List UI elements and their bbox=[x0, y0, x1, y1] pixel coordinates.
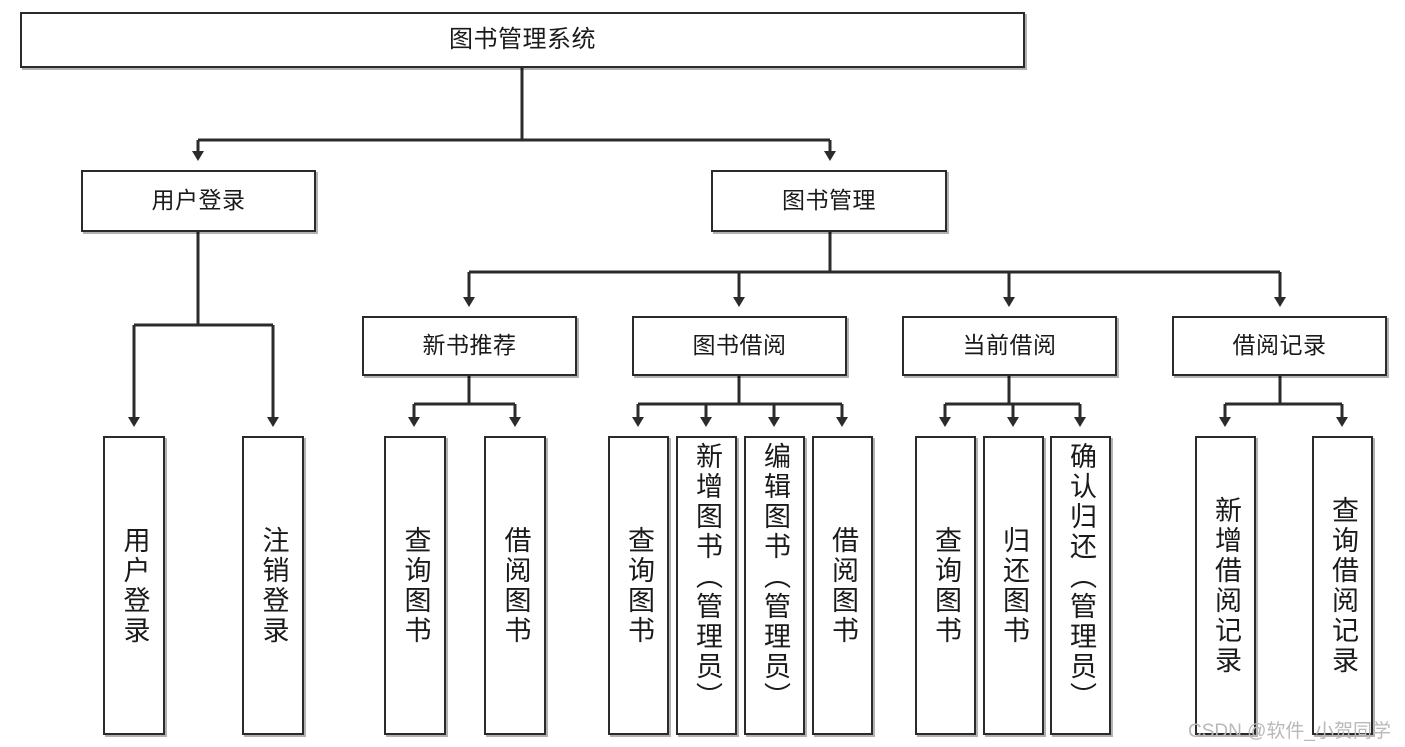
node-book-manage-label: 图书管理 bbox=[782, 187, 876, 214]
leaf-add-record[interactable]: 新增借阅记录 bbox=[1195, 436, 1256, 735]
node-root[interactable]: 图书管理系统 bbox=[20, 12, 1025, 68]
leaf-return-book-label: 归还图书 bbox=[999, 525, 1029, 646]
leaf-borrow-book-1-label: 借阅图书 bbox=[500, 525, 531, 646]
leaf-edit-book[interactable]: 编辑图书（管理员） bbox=[744, 436, 805, 735]
leaf-logout[interactable]: 注销登录 bbox=[242, 436, 304, 735]
node-book-borrow[interactable]: 图书借阅 bbox=[632, 316, 847, 376]
node-borrow-record-label: 借阅记录 bbox=[1232, 332, 1327, 359]
leaf-logout-label: 注销登录 bbox=[258, 525, 289, 646]
leaf-query-book-2-label: 查询图书 bbox=[624, 525, 654, 646]
node-new-book-rec[interactable]: 新书推荐 bbox=[362, 316, 577, 376]
node-user-login-label: 用户登录 bbox=[151, 187, 246, 214]
node-root-label: 图书管理系统 bbox=[449, 25, 596, 53]
leaf-add-record-label: 新增借阅记录 bbox=[1211, 495, 1241, 676]
leaf-add-book[interactable]: 新增图书（管理员） bbox=[676, 436, 737, 735]
node-current-borrow[interactable]: 当前借阅 bbox=[902, 316, 1117, 376]
leaf-user-login[interactable]: 用户登录 bbox=[103, 436, 165, 735]
leaf-confirm-return[interactable]: 确认归还（管理员） bbox=[1050, 436, 1111, 735]
leaf-query-book-1[interactable]: 查询图书 bbox=[384, 436, 446, 735]
leaf-user-login-label: 用户登录 bbox=[119, 525, 150, 646]
leaf-edit-book-label: 编辑图书（管理员） bbox=[760, 442, 790, 712]
node-borrow-record[interactable]: 借阅记录 bbox=[1172, 316, 1387, 376]
node-user-login[interactable]: 用户登录 bbox=[81, 170, 316, 232]
node-current-borrow-label: 当前借阅 bbox=[962, 332, 1057, 359]
leaf-borrow-book-2-label: 借阅图书 bbox=[828, 525, 858, 646]
leaf-borrow-book-1[interactable]: 借阅图书 bbox=[484, 436, 546, 735]
node-new-book-rec-label: 新书推荐 bbox=[422, 332, 517, 359]
leaf-query-record[interactable]: 查询借阅记录 bbox=[1312, 436, 1373, 735]
leaf-add-book-label: 新增图书（管理员） bbox=[692, 442, 722, 712]
leaf-confirm-return-label: 确认归还（管理员） bbox=[1066, 442, 1096, 712]
leaf-query-book-3-label: 查询图书 bbox=[931, 525, 961, 646]
leaf-borrow-book-2[interactable]: 借阅图书 bbox=[812, 436, 873, 735]
node-book-manage[interactable]: 图书管理 bbox=[711, 170, 947, 232]
leaf-query-record-label: 查询借阅记录 bbox=[1328, 495, 1358, 676]
leaf-query-book-1-label: 查询图书 bbox=[400, 525, 431, 646]
watermark: CSDN @软件_小贺同学 bbox=[1188, 721, 1391, 742]
leaf-query-book-3[interactable]: 查询图书 bbox=[915, 436, 976, 735]
leaf-query-book-2[interactable]: 查询图书 bbox=[608, 436, 669, 735]
node-book-borrow-label: 图书借阅 bbox=[692, 332, 787, 359]
leaf-return-book[interactable]: 归还图书 bbox=[983, 436, 1044, 735]
